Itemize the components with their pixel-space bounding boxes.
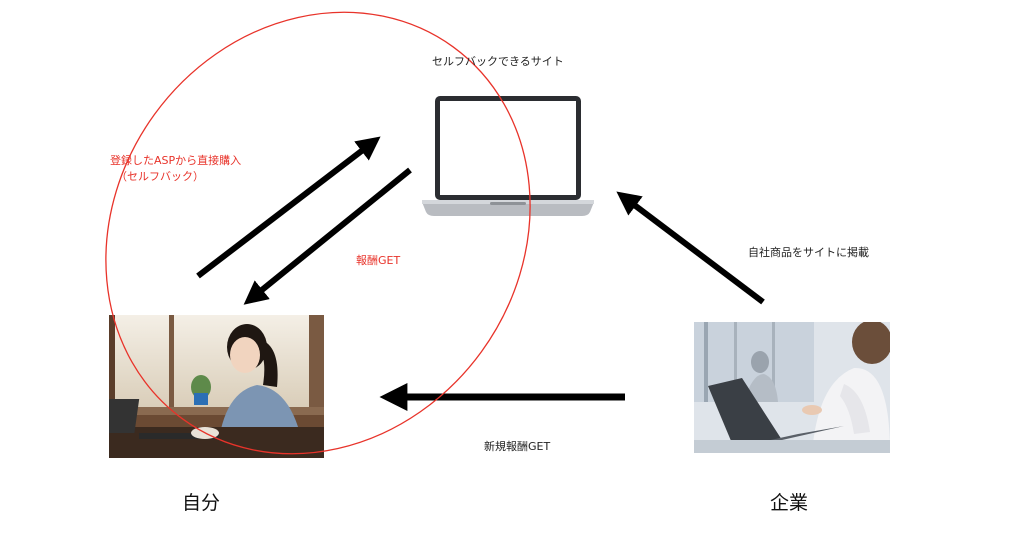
company-listing-label: 自社商品をサイトに掲載 [748,246,869,259]
company-label: 企業 [770,492,809,514]
site-title: セルフバックできるサイト [432,55,564,68]
company-photo [694,322,890,453]
self-photo [109,315,324,458]
selfback-line-1: 登録したASPから直接購入 [110,154,242,167]
arrow-company-to-site [616,191,765,305]
arrow-site-to-self [243,167,412,305]
reward-get-label: 報酬GET [356,254,401,267]
new-reward-label: 新規報酬GET [484,440,551,453]
selfback-line-2: （セルフバック） [116,170,204,183]
laptop-icon [422,96,594,221]
selfback-ellipse [105,11,531,455]
arrow-self-to-site [196,136,381,279]
self-label: 自分 [182,492,221,514]
